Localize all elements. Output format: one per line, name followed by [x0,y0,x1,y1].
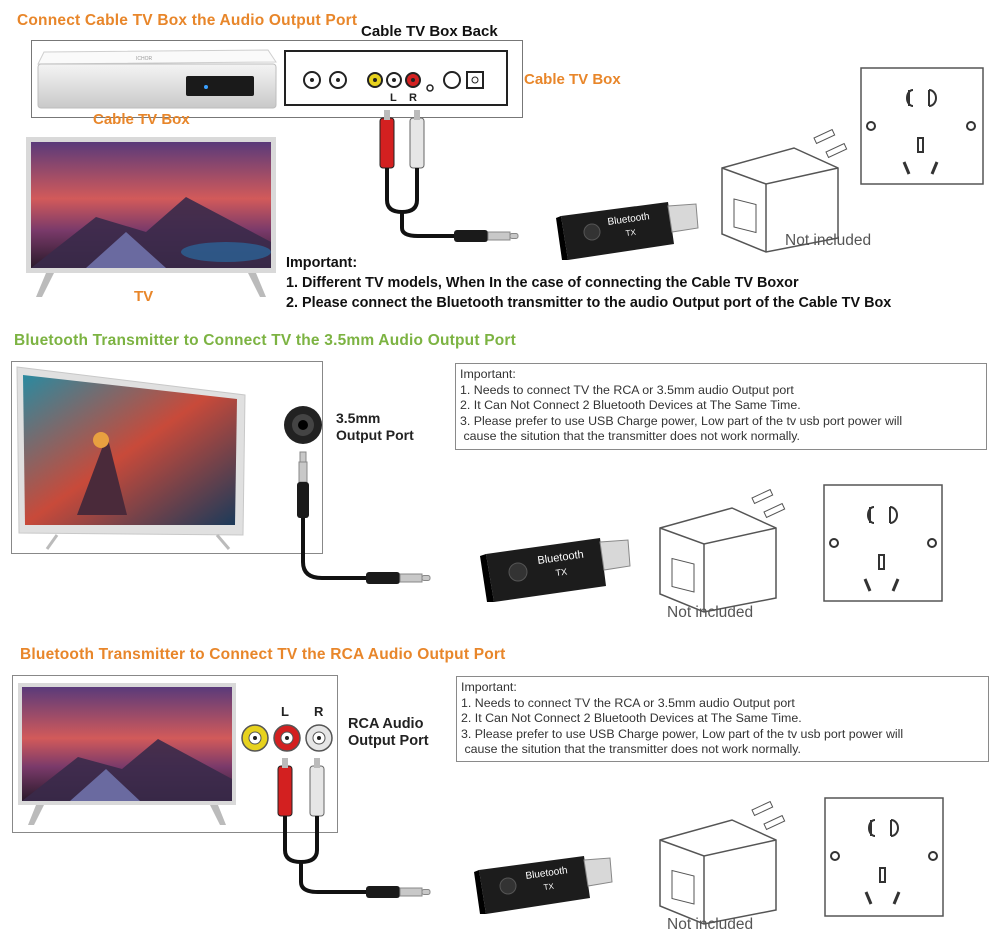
cable-box-back-panel: L R [284,50,508,106]
note-heading-3: Important: [461,680,517,694]
rca-cable-1 [379,110,519,242]
wall-socket-1 [860,67,984,185]
port-label-right: R [409,92,417,104]
aux-port-label: 3.5mm Output Port [336,410,414,444]
section3-title: Bluetooth Transmitter to Connect TV the … [20,646,506,663]
tv-image-2 [16,366,246,550]
tv-image [26,137,276,297]
section2-note: Important: 1. Needs to connect TV the RC… [455,363,987,450]
important-heading: Important: [286,255,358,271]
rca-cable-3 [277,758,431,898]
note-line-2: 2. It Can Not Connect 2 Bluetooth Device… [460,398,801,412]
usb-charger-2 [659,488,786,613]
section2-title: Bluetooth Transmitter to Connect TV the … [14,332,517,349]
cable-box-label-right: Cable TV Box [524,71,621,88]
device-model-text: TX [625,228,637,238]
aux-port-label-line-1: 3.5mm [336,410,381,426]
rca-port-label-line-1: RCA Audio [348,716,424,732]
note-line-4: cause the sitution that the transmitter … [460,429,800,443]
note-line-1: 1. Needs to connect TV the RCA or 3.5mm … [460,382,794,397]
section3-note: Important: 1. Needs to connect TV the RC… [456,676,989,762]
note-heading: Important: [460,367,516,381]
wall-socket-3 [824,797,944,917]
bluetooth-transmitter-2: Bluetooth TX [480,538,631,602]
rca-letter-left: L [281,704,289,719]
cable-box-frame [31,40,523,118]
note-line-2-3: 2. It Can Not Connect 2 Bluetooth Device… [461,711,802,725]
usb-charger-3 [659,800,786,925]
cable-box-label-under: Cable TV Box [93,111,190,128]
aux-port-label-line-2: Output Port [336,427,414,443]
note-line-3-3: 3. Please prefer to use USB Charge power… [461,726,904,741]
important-line-1: 1. Different TV models, When In the case… [286,275,799,291]
aux-cable-2 [297,451,431,584]
not-included-label-2: Not included [667,604,754,621]
cable-box-front-image: ICHOR [37,49,277,109]
tv-label: TV [134,288,154,305]
tv-panel-frame-3 [12,675,338,833]
bluetooth-transmitter-1: Bluetooth TX [556,202,699,260]
note-line-1-3: 1. Needs to connect TV the RCA or 3.5mm … [461,695,795,710]
rca-letter-right: R [314,704,324,719]
device-model-text-3: TX [543,882,555,892]
important-line-2: 2. Please connect the Bluetooth transmit… [286,295,892,311]
rca-ports: L R [241,704,333,752]
device-model-text-2: TX [555,566,568,578]
bluetooth-transmitter-3: Bluetooth TX [474,856,613,914]
rca-port-label-line-2: Output Port [348,733,429,749]
wall-socket-2 [823,484,943,602]
cable-box-brand: ICHOR [136,56,153,62]
section1-title: Connect Cable TV Box the Audio Output Po… [17,12,358,29]
port-label-left: L [390,92,397,104]
section1-important: Important: 1. Different TV models, When … [286,253,891,313]
rca-port-label: RCA Audio Output Port [348,716,429,750]
usb-charger-1 [721,128,848,253]
cable-box-back-label: Cable TV Box Back [361,23,498,40]
tv-image-3 [18,683,236,825]
not-included-label-3: Not included [667,916,754,933]
note-line-3: 3. Please prefer to use USB Charge power… [460,413,903,428]
aux-port-icon [284,406,322,444]
tv-panel-frame-2 [11,361,323,554]
not-included-label-1: Not included [785,232,872,249]
note-line-4-3: cause the sitution that the transmitter … [461,742,801,756]
